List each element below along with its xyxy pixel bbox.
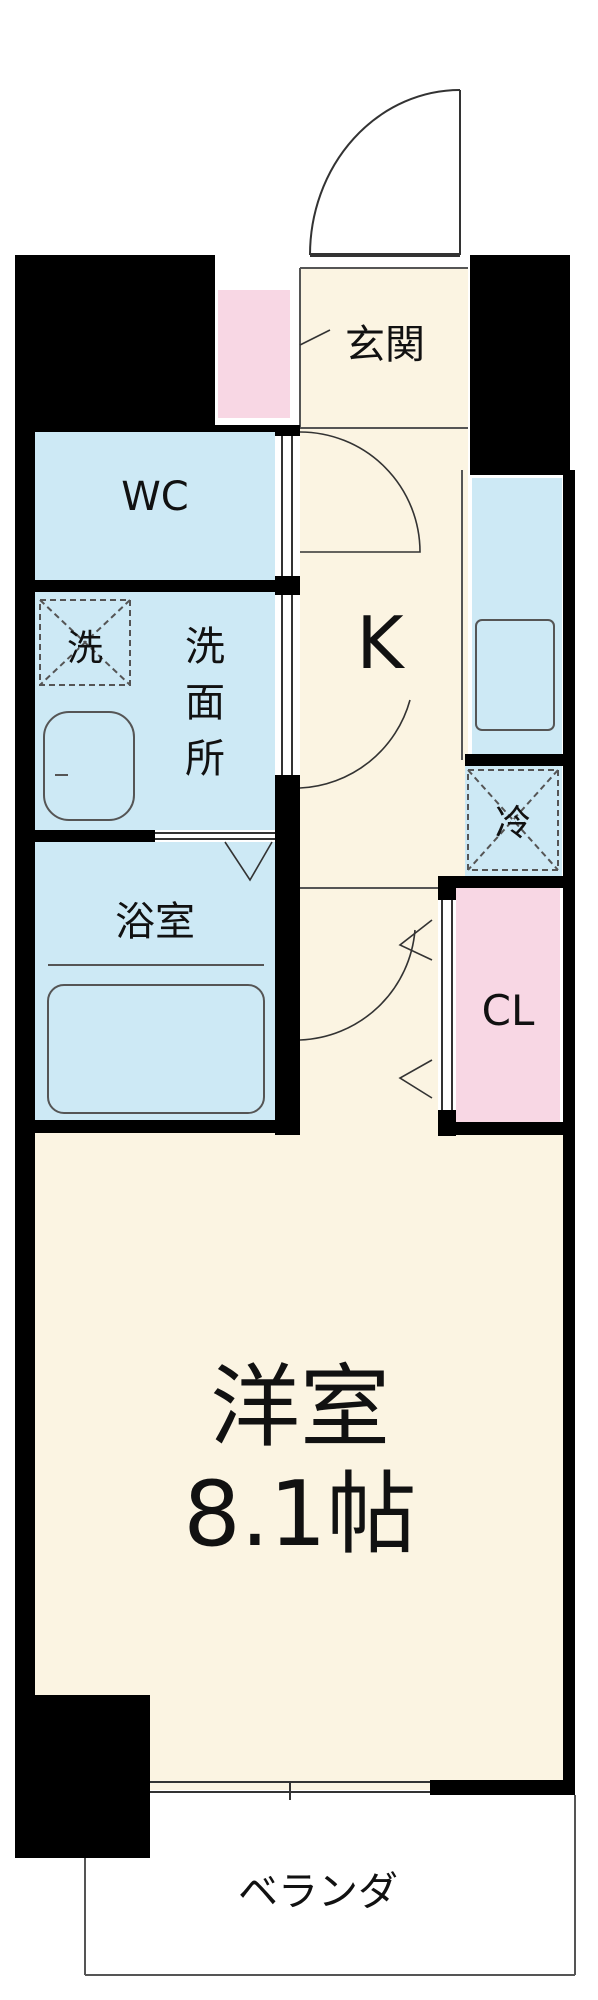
label-senmenjo-1: 洗 — [185, 624, 225, 670]
label-senmenjo-3: 所 — [185, 736, 225, 782]
senmen-door-swing — [299, 699, 411, 789]
wc-floor — [35, 432, 275, 580]
stove — [475, 619, 555, 731]
sink — [43, 711, 135, 821]
closet-mark-top — [398, 919, 433, 961]
pillar-bottom-left — [15, 1695, 150, 1858]
bath-door-mark — [224, 841, 273, 882]
wall-bath-bottom — [35, 1120, 300, 1133]
label-wc: WC — [121, 474, 188, 520]
room-door-swing — [299, 929, 416, 1041]
closet-floor — [456, 888, 560, 1133]
label-fridge: 冷 — [495, 803, 531, 844]
label-washer: 洗 — [67, 628, 103, 669]
washer-box — [39, 599, 131, 686]
door-swings — [224, 329, 433, 1099]
label-kitchen: K — [356, 601, 405, 685]
fridge-box — [467, 769, 559, 871]
shoebox — [218, 290, 290, 418]
fridge-space — [465, 766, 562, 876]
genkan-floor — [300, 268, 468, 428]
bathtub — [47, 984, 265, 1114]
western-room-floor — [35, 1133, 565, 1790]
wall-counter-bottom — [465, 754, 575, 766]
veranda-window — [150, 1781, 430, 1800]
wall-wc-bottom — [35, 580, 275, 592]
wall-senmen-bottom — [35, 830, 155, 842]
shoebox-door — [299, 329, 331, 346]
hall-floor — [300, 888, 438, 1133]
wall-closet-bottom — [438, 1122, 575, 1135]
label-closet: CL — [482, 986, 535, 1035]
wall-wc-top — [35, 425, 275, 432]
fixtures — [39, 599, 559, 1114]
veranda-floor — [85, 1795, 575, 1975]
closet-mark-bottom — [398, 1059, 433, 1099]
label-western-room: 洋室 — [210, 1355, 390, 1460]
label-genkan: 玄関 — [345, 322, 425, 368]
walls — [15, 255, 575, 1858]
wall-left-outer — [15, 425, 35, 1795]
kitchen-floor — [300, 428, 468, 888]
label-senmenjo-2: 面 — [185, 680, 225, 726]
wall-right-top — [470, 255, 570, 475]
label-western-room-size: 8.1帖 — [183, 1462, 416, 1567]
wc-door-swing — [299, 431, 421, 553]
entrance-door[interactable] — [309, 89, 461, 257]
label-veranda: ベランダ — [238, 1869, 398, 1915]
door-jambs — [155, 436, 453, 1110]
wall-closet-top — [438, 876, 575, 888]
label-bathroom: 浴室 — [115, 899, 195, 945]
wall-bottom-right — [430, 1780, 575, 1795]
wall-left-top — [15, 255, 215, 425]
